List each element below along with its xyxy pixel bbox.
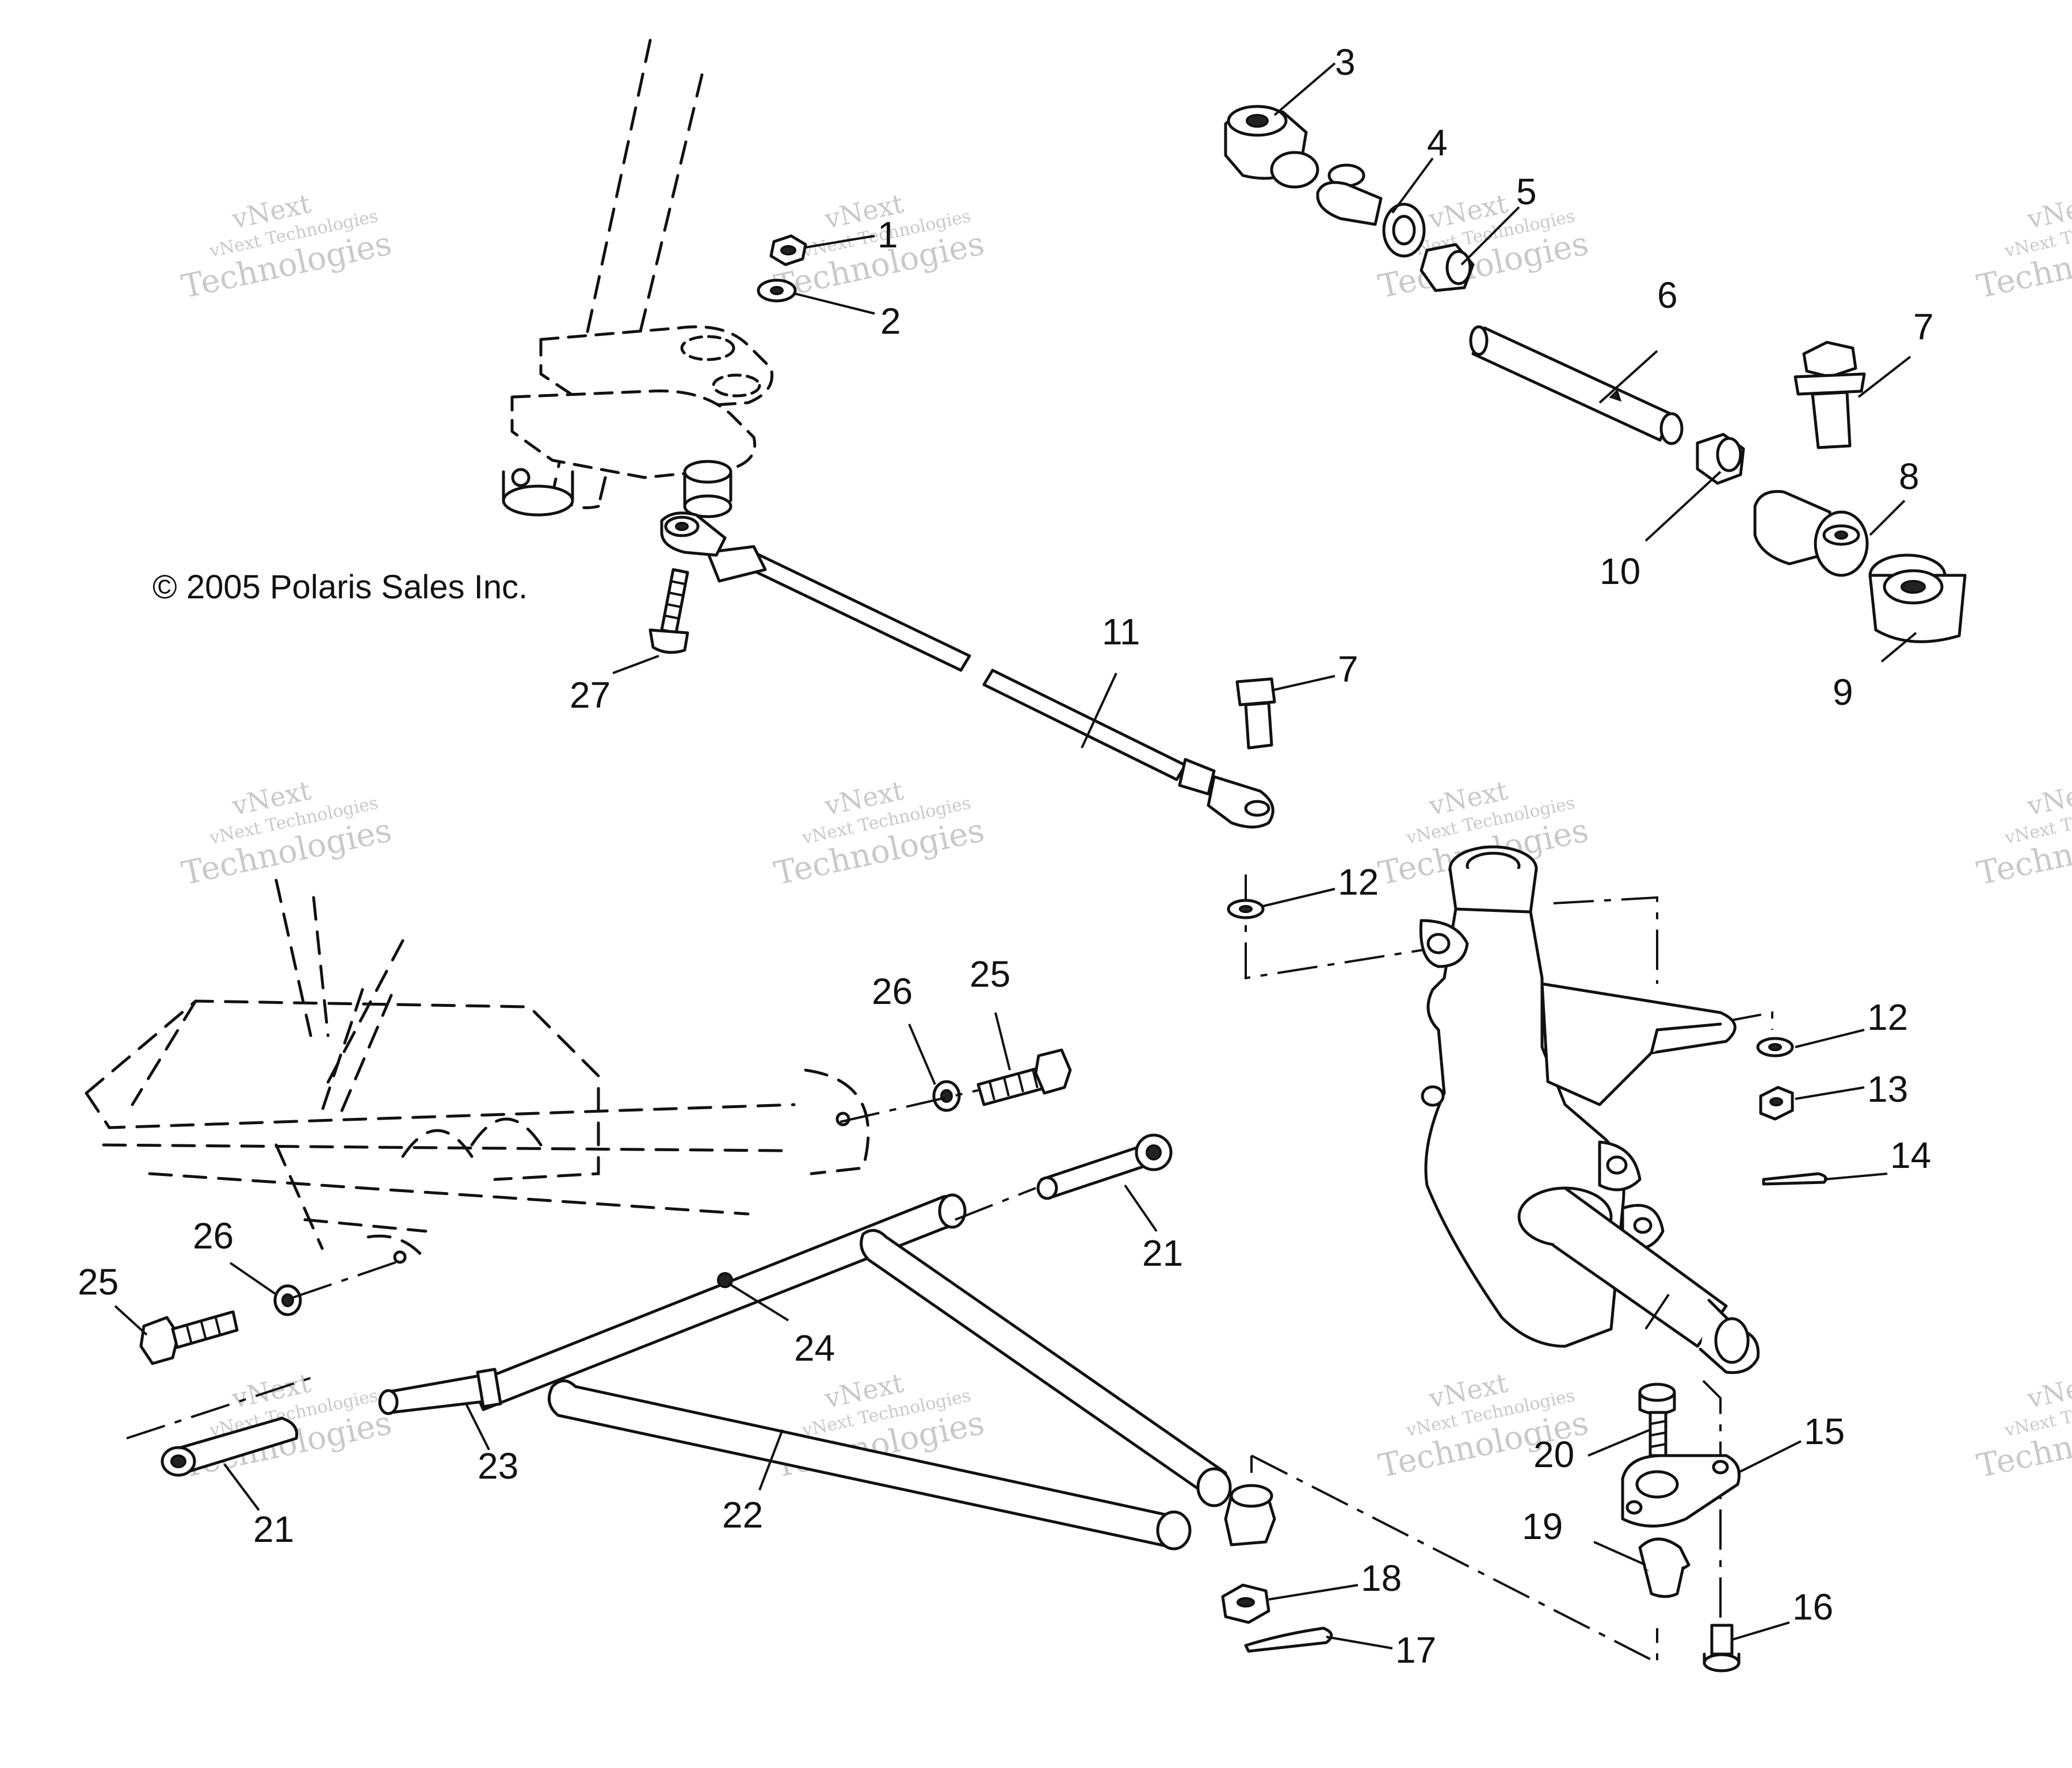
part-21-sleeve-upper	[1036, 1133, 1173, 1200]
part-11-tie-rod	[706, 545, 1275, 828]
part-4-rod-end	[1316, 163, 1426, 258]
callout-7-lower: 7	[1338, 648, 1359, 690]
callout-22: 22	[722, 1494, 763, 1536]
callout-9: 9	[1833, 671, 1853, 713]
watermark-group: vNext vNext Technologies Technologies vN…	[178, 188, 2072, 1485]
callout-4: 4	[1427, 122, 1448, 163]
callout-1: 1	[877, 214, 898, 255]
copyright-notice: © 2005 Polaris Sales Inc.	[152, 568, 528, 606]
part-8-rod-end	[1753, 490, 1869, 577]
part-27-bolt	[648, 568, 689, 654]
part-12-washer-right	[1756, 1037, 1794, 1057]
callout-25-lower: 25	[78, 1261, 119, 1303]
part-23-pivot-tube	[378, 1368, 502, 1415]
callout-8: 8	[1899, 456, 1920, 497]
callout-11: 11	[1102, 611, 1140, 652]
part-7-bolt-lower	[1235, 677, 1276, 750]
watermark-top-left: vNext vNext Technologies Technologies	[178, 188, 395, 306]
spindle-knuckle	[1419, 845, 1760, 1374]
part-25-bolt-lower	[139, 1310, 239, 1365]
part-19-ball-joint	[1638, 1537, 1691, 1598]
callout-12-right: 12	[1867, 996, 1908, 1038]
callout-10: 10	[1600, 551, 1640, 592]
callout-21-lower: 21	[253, 1509, 294, 1550]
callout-26-lower: 26	[193, 1215, 234, 1257]
part-20-bolt	[1638, 1383, 1676, 1457]
tie-rod-end-left	[660, 511, 727, 557]
callout-16: 16	[1792, 1586, 1833, 1628]
part-10-jam-nut	[1696, 433, 1745, 485]
part-18-castle-nut	[1221, 1583, 1270, 1624]
steering-post-phantom	[502, 39, 704, 517]
part-25-bolt-upper	[976, 1048, 1072, 1106]
svg-text:vNext: vNext	[2024, 1367, 2072, 1414]
frame-phantom	[85, 879, 870, 1264]
watermark-far-right-mid: vNext vNext Technologies Technologies	[1974, 774, 2072, 892]
part-17-cotter-pin	[1244, 1626, 1333, 1653]
svg-text:vNext: vNext	[2024, 774, 2072, 822]
callout-12-upper: 12	[1338, 861, 1379, 903]
callout-6: 6	[1657, 274, 1678, 316]
callout-7-upper: 7	[1913, 306, 1934, 348]
callout-19: 19	[1522, 1506, 1563, 1547]
callout-26-upper: 26	[872, 971, 913, 1012]
part-16-bolt	[1703, 1624, 1741, 1672]
callout-23: 23	[478, 1445, 518, 1487]
part-12-washer-upper	[1227, 899, 1265, 919]
part-13-castle-nut	[1759, 1086, 1794, 1121]
watermark-mid-left: vNext vNext Technologies Technologies	[178, 774, 395, 892]
part-9-boot	[1868, 553, 1967, 643]
part-24-a-arm	[470, 1193, 1276, 1551]
svg-text:vNext: vNext	[2024, 188, 2072, 235]
callout-2: 2	[880, 300, 901, 342]
part-14-cotter-pin	[1762, 1172, 1827, 1186]
callout-5: 5	[1516, 171, 1537, 212]
callout-labels: 1 2 3 4 5 6 7 8 9 10 11 7 12 12 13 14 15…	[78, 41, 1934, 1671]
callout-25-upper: 25	[970, 953, 1010, 995]
part-26-washer-lower	[273, 1284, 302, 1316]
part-2-washer	[757, 278, 797, 303]
callout-18: 18	[1361, 1557, 1402, 1599]
callout-14: 14	[1890, 1135, 1931, 1176]
part-26-washer-upper	[932, 1080, 961, 1112]
callout-24: 24	[794, 1327, 835, 1369]
callout-27: 27	[570, 674, 610, 716]
watermark-top-center: vNext vNext Technologies Technologies	[771, 188, 987, 306]
watermark-far-right-bottom: vNext vNext Technologies Technologies	[1974, 1367, 2072, 1485]
callout-13: 13	[1867, 1068, 1908, 1110]
part-1-nut	[769, 234, 807, 266]
part-21-sleeve-lower	[126, 1377, 311, 1477]
callout-15: 15	[1804, 1411, 1845, 1452]
part-5-jam-nut	[1420, 243, 1475, 292]
callout-20: 20	[1533, 1434, 1574, 1475]
part-7-bolt-upper	[1794, 341, 1866, 449]
watermark-far-right-top: vNext vNext Technologies Technologies	[1974, 188, 2072, 306]
callout-3: 3	[1335, 41, 1356, 83]
watermark-mid-center: vNext vNext Technologies Technologies	[771, 774, 987, 892]
part-6-tie-rod-shaft	[1469, 325, 1684, 445]
steering-arm-plates	[510, 325, 774, 518]
callout-17: 17	[1395, 1629, 1436, 1671]
part-15-ball-joint-plate	[1621, 1454, 1741, 1528]
part-3-boot	[1224, 105, 1319, 189]
leader-lines	[114, 62, 1917, 1649]
callout-21-upper: 21	[1142, 1232, 1183, 1274]
